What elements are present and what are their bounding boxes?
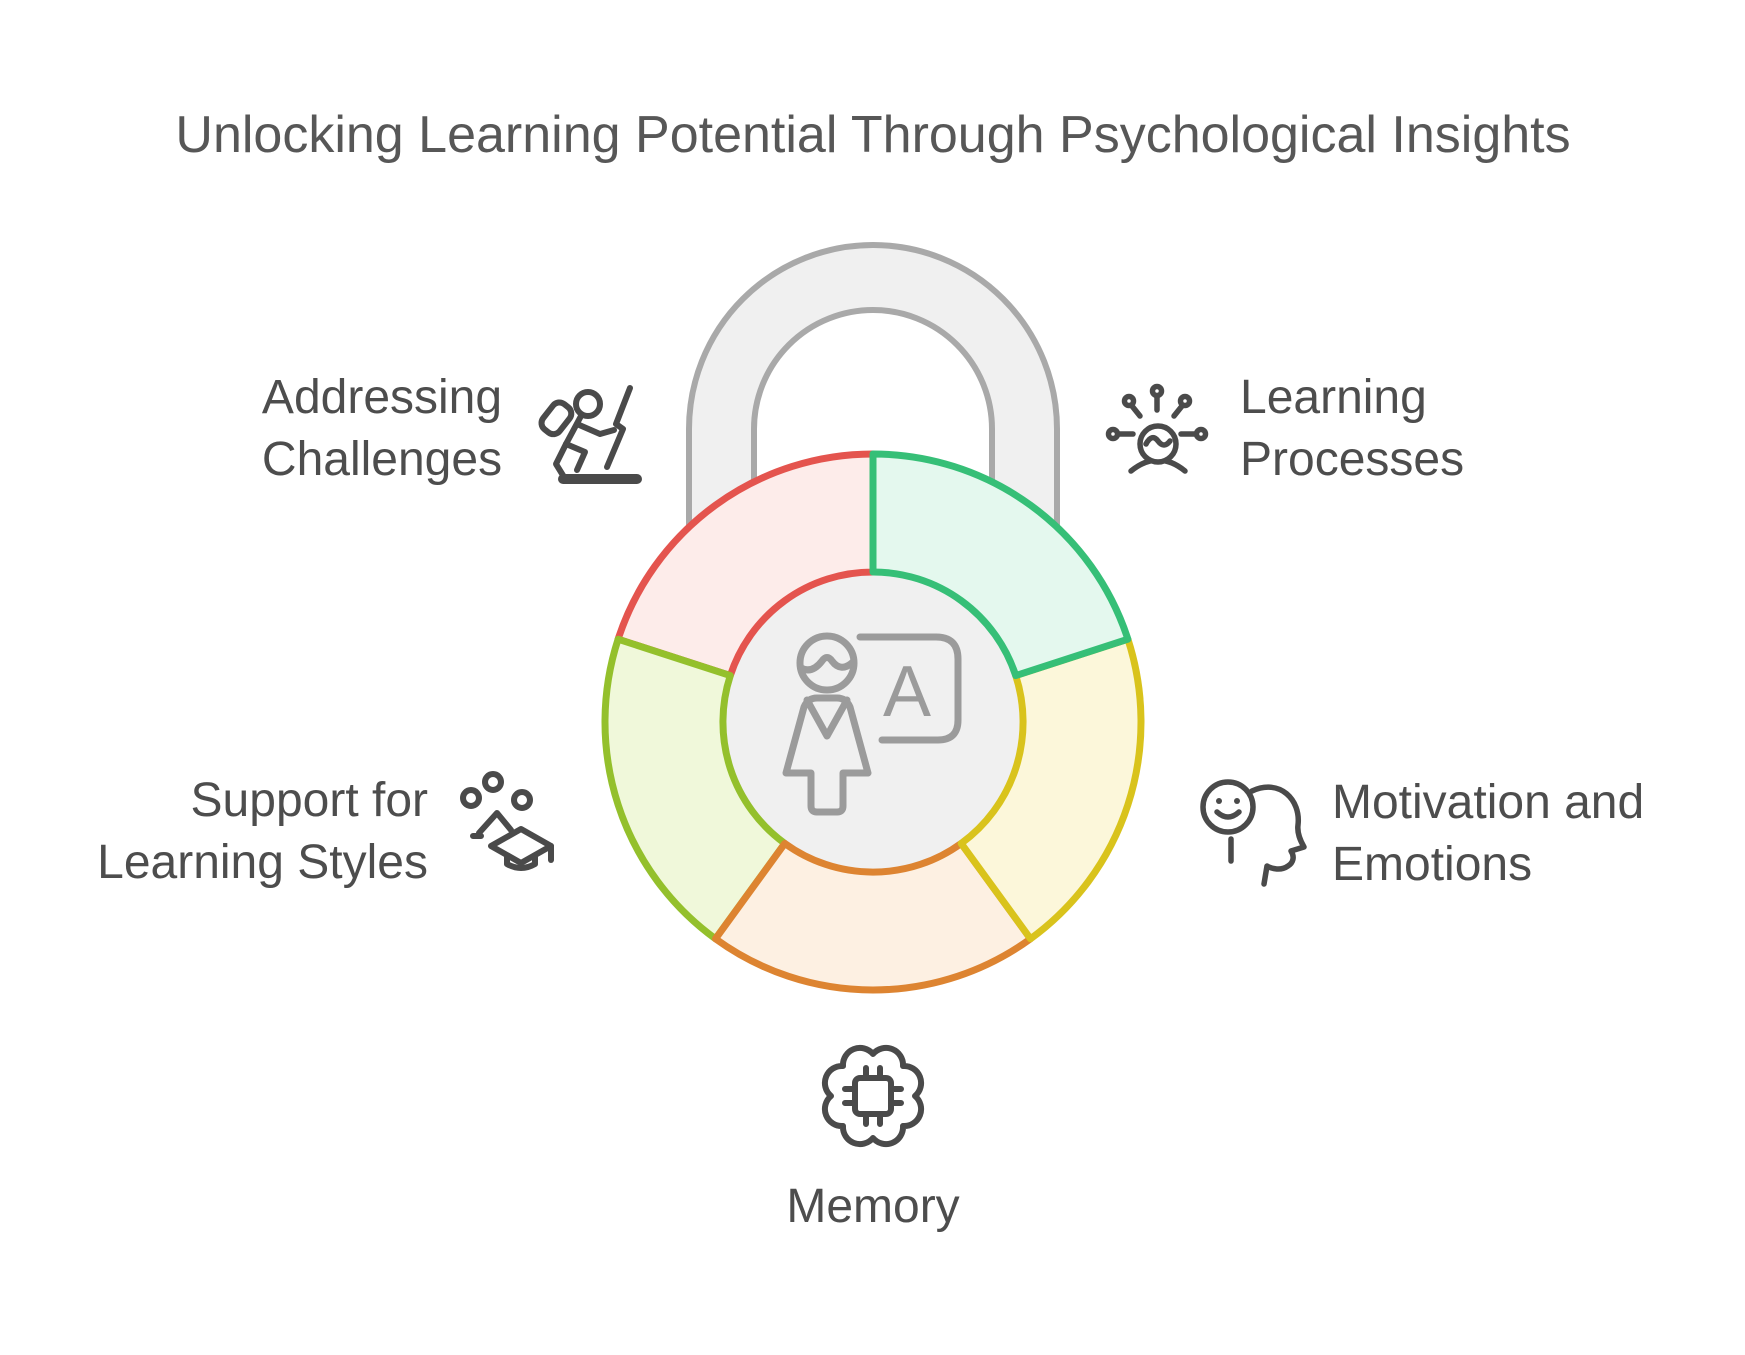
- idea-node-top: [1149, 383, 1165, 399]
- teacher-presentation-icon: [782, 632, 962, 816]
- people-graduation-cap-icon: [460, 771, 554, 871]
- brain-chip-icon: [821, 1044, 925, 1148]
- climber-arm: [574, 421, 617, 437]
- cap-base: [504, 854, 538, 871]
- cliff-edge: [604, 385, 633, 470]
- idea-node-right: [1193, 426, 1209, 442]
- brainstorm-head-icon: [1105, 383, 1209, 474]
- segment-addressing-challenges: [614, 450, 877, 680]
- climber-back-leg: [553, 441, 569, 480]
- head-profile: [1249, 784, 1307, 887]
- label-addressing-challenges-line2: Challenges: [262, 433, 502, 486]
- label-addressing-challenges-line1: Addressing: [262, 371, 502, 424]
- label-support-learning-styles-line2: Learning Styles: [97, 836, 428, 889]
- person-figure-lines: [470, 810, 514, 839]
- chip-pins: [842, 1065, 904, 1127]
- label-motivation-emotions-line1: Motivation and: [1332, 776, 1644, 829]
- idea-node-upper-left: [1121, 393, 1137, 409]
- chip-square: [852, 1075, 894, 1117]
- climber-body: [563, 413, 584, 447]
- segment-memory: [712, 839, 1034, 994]
- teacher-body: [782, 694, 872, 816]
- person-dot-right: [511, 789, 533, 811]
- segment-motivation-emotions: [957, 635, 1145, 943]
- mortarboard: [488, 826, 554, 866]
- segment-learning-processes: [869, 450, 1132, 680]
- head-smiley-icon: [1200, 779, 1307, 887]
- page-title: Unlocking Learning Potential Through Psy…: [175, 106, 1570, 164]
- segment-support-learning-styles: [601, 635, 789, 943]
- label-motivation-emotions-line2: Emotions: [1332, 838, 1532, 891]
- person-dot-left: [460, 787, 482, 809]
- climber-head: [573, 389, 603, 419]
- smiley-right-eye: [1234, 798, 1240, 804]
- climbing-person-icon: [538, 385, 642, 484]
- label-learning-processes-line1: Learning: [1240, 371, 1427, 424]
- brainstorm-hair: [1143, 434, 1173, 448]
- idea-stem-upper-right: [1171, 403, 1185, 419]
- climber-front-leg: [563, 441, 588, 473]
- label-learning-processes-line2: Processes: [1240, 433, 1464, 486]
- label-memory: Memory: [786, 1180, 959, 1233]
- label-support-learning-styles-line1: Support for: [191, 774, 428, 827]
- idea-node-upper-right: [1177, 393, 1193, 409]
- smiley-left-eye: [1216, 798, 1222, 804]
- lock-center-circle: [722, 571, 1024, 873]
- person-dot-top: [482, 771, 504, 793]
- teacher-collar: [803, 696, 851, 740]
- brain-outline: [821, 1044, 925, 1148]
- idea-stem-upper-left: [1129, 403, 1143, 419]
- teacher-hair: [797, 654, 857, 674]
- smiley-smile: [1214, 809, 1242, 820]
- presentation-board: [856, 633, 962, 744]
- idea-node-left: [1105, 426, 1121, 442]
- smiley-face: [1200, 779, 1256, 835]
- climber-backpack: [538, 399, 575, 438]
- board-letter: A: [883, 652, 931, 732]
